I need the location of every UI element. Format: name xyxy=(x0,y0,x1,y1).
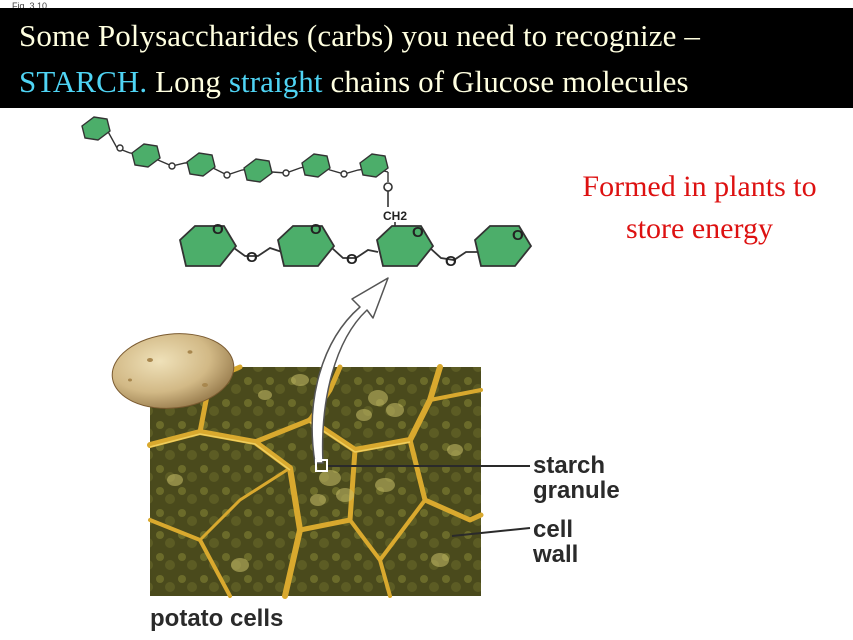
glucose-chain-small xyxy=(81,116,389,183)
cell-wall-label: cell wall xyxy=(533,517,578,567)
callout-arrow xyxy=(311,277,389,464)
title-line-2: STARCH. Long straight chains of Glucose … xyxy=(19,64,689,100)
title-straight-word: straight xyxy=(228,64,323,99)
ring-oxygen-3: O xyxy=(412,224,424,241)
cell-wall-label-line2: wall xyxy=(533,541,579,568)
title-starch-word: STARCH. xyxy=(19,64,148,99)
bridge-oxygen-3: O xyxy=(445,253,457,270)
ch2-label: CH2 xyxy=(383,209,407,223)
starch-granule-label: starch granule xyxy=(533,453,620,503)
side-note: Formed in plants to store energy xyxy=(582,170,817,245)
ring-oxygen-2: O xyxy=(310,221,322,238)
granule-marker xyxy=(315,459,328,472)
potato-cells-caption: potato cells xyxy=(150,605,284,632)
potato-image xyxy=(111,333,235,409)
title-text-2: chains of Glucose molecules xyxy=(322,64,689,99)
glucose-chain-large xyxy=(179,225,533,267)
starch-granule-label-line2: granule xyxy=(533,477,620,504)
ring-oxygen-4: O xyxy=(512,227,524,244)
starch-granule-label-line1: starch xyxy=(533,452,606,479)
title-line-1: Some Polysaccharides (carbs) you need to… xyxy=(19,18,700,53)
title-bar: Some Polysaccharides (carbs) you need to… xyxy=(0,8,853,108)
cell-wall-leader xyxy=(451,527,531,537)
cell-wall-label-line1: cell xyxy=(533,516,574,543)
figure-label: Fig. 3.10 xyxy=(12,1,48,11)
branch-linkage: CH2 xyxy=(383,182,407,230)
bridge-oxygen-1: O xyxy=(246,249,258,266)
bridge-oxygen-2: O xyxy=(346,251,358,268)
ring-oxygen-1: O xyxy=(212,221,224,238)
title-text-1: Long xyxy=(147,64,229,99)
